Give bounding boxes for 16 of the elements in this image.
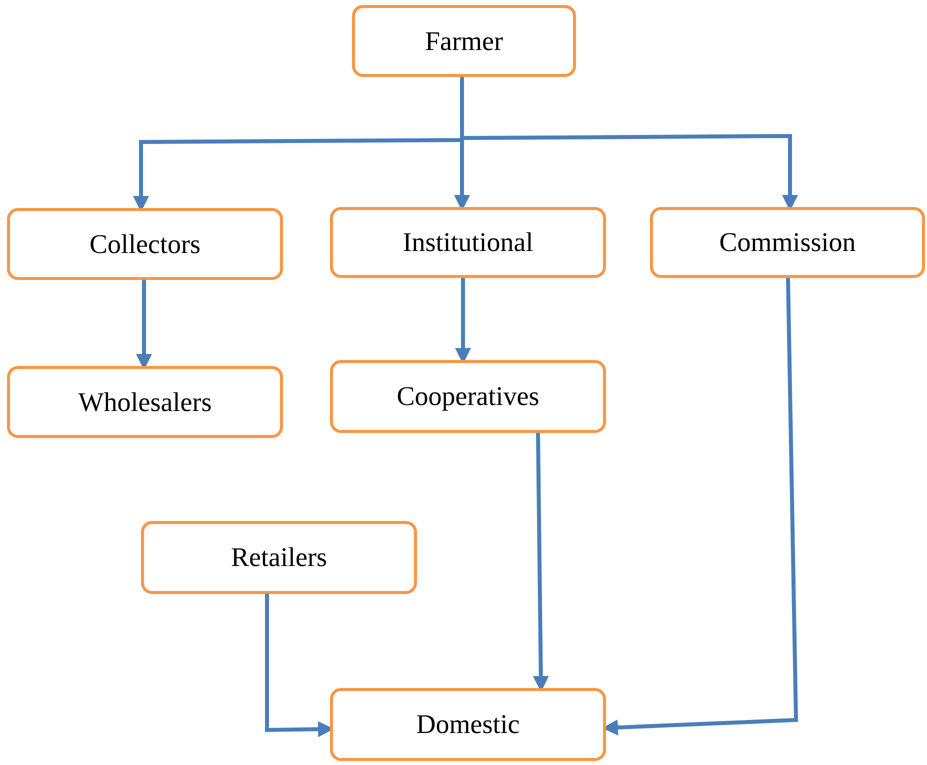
- box-label: Wholesalers: [78, 386, 212, 418]
- box-label: Domestic: [416, 709, 520, 740]
- process-box: [330, 360, 606, 433]
- process-box: [330, 207, 606, 278]
- process-box: [650, 207, 925, 278]
- box-label: Institutional: [402, 227, 534, 258]
- process-box: [7, 208, 283, 280]
- box-label: Commission: [719, 227, 856, 258]
- process-box: [141, 521, 417, 594]
- process-box: [352, 5, 576, 77]
- box-label: Farmer: [425, 26, 503, 56]
- box-label: Cooperatives: [396, 381, 540, 412]
- box-label: Retailers: [231, 542, 327, 573]
- process-box: [7, 366, 283, 438]
- process-box: [330, 688, 606, 761]
- box-label: Collectors: [90, 228, 200, 260]
